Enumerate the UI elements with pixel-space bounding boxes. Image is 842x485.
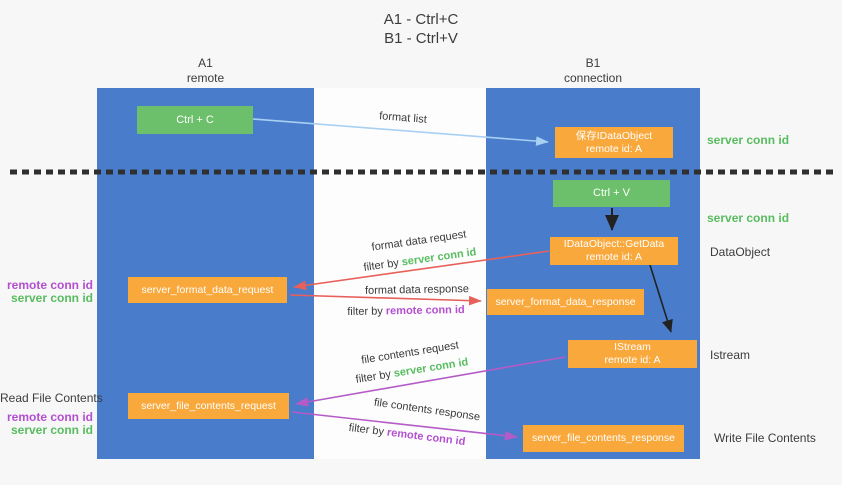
right-write-file-contents-label: Write File Contents bbox=[714, 431, 816, 445]
remote-conn-id-text: remote conn id bbox=[385, 303, 465, 318]
left-remote-conn-id-top: remote conn id bbox=[6, 278, 93, 292]
lifeline-b1-name: B1 bbox=[585, 56, 601, 70]
node-getdata-sub: remote id: A bbox=[585, 251, 643, 263]
node-server-format-data-response: server_format_data_response bbox=[487, 289, 644, 315]
node-save-idataobject: 保存IDataObject remote id: A bbox=[555, 127, 673, 158]
lifeline-b1-role: connection bbox=[563, 71, 623, 85]
node-server-file-contents-request: server_file_contents_request bbox=[128, 393, 289, 419]
left-conn-id-group-top: remote conn id server conn id bbox=[0, 279, 93, 305]
title-line-2: B1 - Ctrl+V bbox=[384, 30, 458, 47]
node-istream-title: IStream bbox=[614, 341, 651, 353]
node-istream-sub: remote id: A bbox=[604, 354, 661, 366]
label-filter-remote-conn-id-1: filter by remote conn id bbox=[347, 304, 465, 318]
right-server-conn-id-top: server conn id bbox=[707, 133, 790, 147]
lifeline-header-b1: B1 connection bbox=[486, 56, 700, 86]
node-save-idataobject-title: 保存IDataObject bbox=[575, 129, 653, 142]
label-format-data-response: format data response bbox=[364, 283, 470, 297]
node-server-file-contents-response: server_file_contents_response bbox=[523, 425, 684, 452]
lifeline-a1-name: A1 bbox=[198, 56, 213, 70]
node-idataobject-getdata: IDataObject::GetData remote id: A bbox=[550, 237, 678, 265]
lifeline-a1-role: remote bbox=[186, 71, 225, 85]
left-read-file-contents-label: Read File Contents bbox=[0, 391, 103, 405]
node-ctrl-v: Ctrl + V bbox=[553, 180, 670, 207]
node-ctrl-c: Ctrl + C bbox=[137, 106, 253, 134]
right-istream-label: Istream bbox=[710, 348, 751, 362]
node-istream: IStream remote id: A bbox=[568, 340, 697, 368]
left-remote-conn-id-bottom: remote conn id bbox=[6, 410, 93, 424]
filter-by-text: filter by bbox=[347, 305, 386, 319]
title-line-1: A1 - Ctrl+C bbox=[383, 11, 459, 28]
diagram-title: A1 - Ctrl+C B1 - Ctrl+V bbox=[0, 10, 842, 48]
node-server-format-data-request: server_format_data_request bbox=[128, 277, 287, 303]
left-server-conn-id-bottom: server conn id bbox=[10, 423, 93, 437]
node-save-idataobject-sub: remote id: A bbox=[585, 142, 643, 155]
node-getdata-title: IDataObject::GetData bbox=[563, 238, 665, 250]
left-server-conn-id-top: server conn id bbox=[10, 291, 93, 305]
right-dataobject-label: DataObject bbox=[710, 245, 771, 259]
left-conn-id-group-bottom: remote conn id server conn id bbox=[0, 411, 93, 437]
right-server-conn-id-mid: server conn id bbox=[707, 211, 790, 225]
lifeline-header-a1: A1 remote bbox=[97, 56, 314, 86]
